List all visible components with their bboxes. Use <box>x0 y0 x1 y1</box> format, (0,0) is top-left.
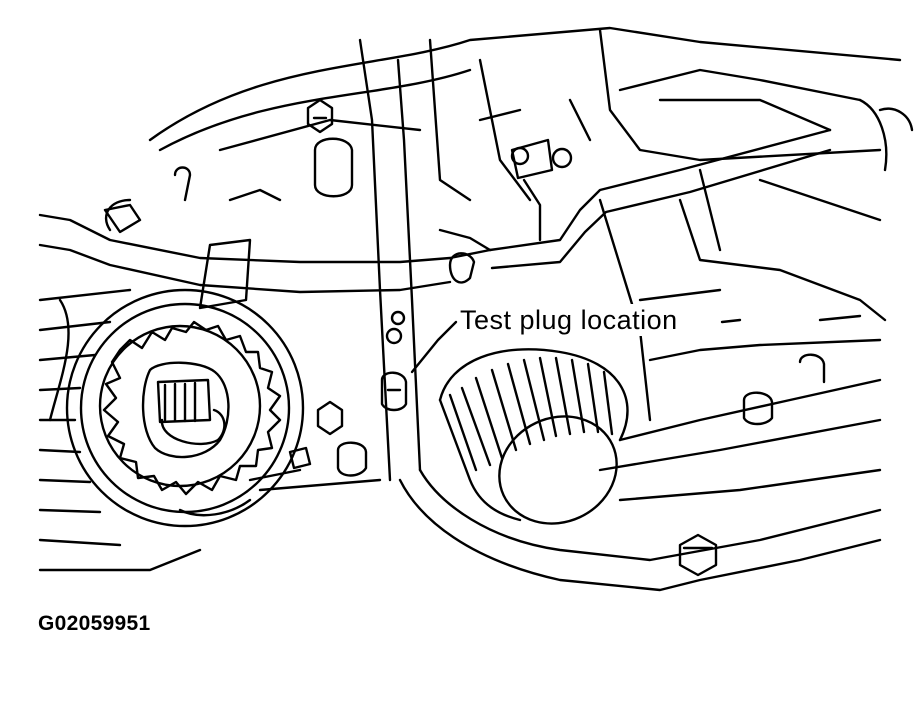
oil-pan <box>398 338 882 592</box>
bolt-lower-left <box>288 400 368 477</box>
bolt-right <box>742 314 862 426</box>
pipe-bracket <box>198 238 252 310</box>
figure-id: G02059951 <box>38 612 151 635</box>
oil-filter <box>438 348 629 525</box>
bolt-top-right <box>510 138 573 180</box>
callout-label-test-plug: Test plug location <box>458 304 680 336</box>
cylinder-fins-left <box>38 288 202 572</box>
drain-plug <box>678 533 718 577</box>
bolt-top-middle <box>313 137 354 198</box>
geared-pulley <box>65 288 305 528</box>
test-plug <box>380 310 408 412</box>
fuel-line-pipe <box>38 128 832 294</box>
bolt-top-left <box>306 98 334 134</box>
engine-detail-lines <box>178 98 722 517</box>
engine-block-outline <box>148 26 914 482</box>
callout-leader-line <box>410 318 742 374</box>
